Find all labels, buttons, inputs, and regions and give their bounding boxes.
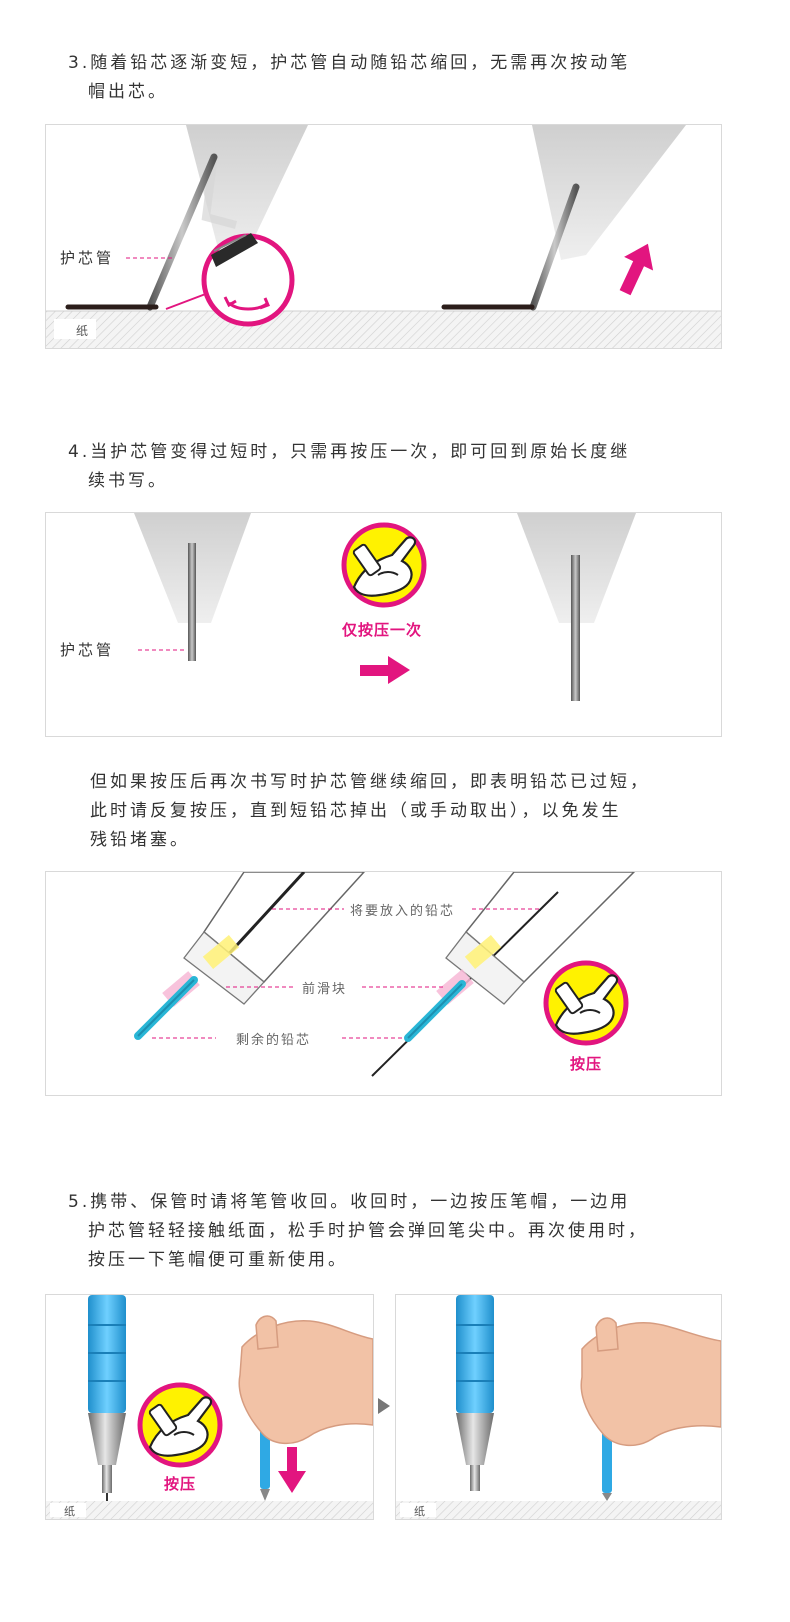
note-line3: 残铅堵塞。 <box>90 830 190 850</box>
press-label: 按压 <box>570 1055 603 1073</box>
step5-right-panel: 纸 <box>395 1294 722 1520</box>
paper-label-bg <box>54 319 96 339</box>
paper-surface <box>46 311 721 348</box>
paper-label: 纸 <box>76 324 89 338</box>
step5-right-illustration <box>396 1295 721 1519</box>
step4-illustration <box>134 513 636 701</box>
note-panel: 将要放入的铅芯 前滑块 剩余的铅芯 按压 <box>45 871 722 1096</box>
pen-metal-tip <box>88 1413 126 1465</box>
press-once-label: 仅按压一次 <box>342 621 423 639</box>
note-text: 但如果按压后再次书写时护芯管继续缩回，即表明铅芯已过短， 此时请反复按压，直到短… <box>90 768 650 855</box>
short-sleeve <box>188 543 196 661</box>
step5-line1: 5.携带、保管时请将笔管收回。收回时，一边按压笔帽，一边用 <box>68 1192 631 1212</box>
step5-left-panel: 按压 纸 <box>45 1294 374 1520</box>
arrow-right-icon <box>360 656 410 684</box>
pen-cutaway-right <box>371 872 636 1077</box>
note-illustration <box>134 872 636 1077</box>
pen-tip-cone-right <box>532 125 686 260</box>
remaining-lead-label: 剩余的铅芯 <box>236 1033 312 1048</box>
finger-press-icon <box>546 963 626 1043</box>
press-label: 按压 <box>164 1475 197 1493</box>
play-triangle-icon <box>378 1398 390 1414</box>
step3-line1: 3.随着铅芯逐渐变短，护芯管自动随铅芯缩回，无需再次按动笔 <box>68 53 631 73</box>
step4-text: 4.当护芯管变得过短时，只需再按压一次，即可回到原始长度继 续书写。 <box>68 438 630 496</box>
step5-text: 5.携带、保管时请将笔管收回。收回时，一边按压笔帽，一边用 护芯管轻轻接触纸面，… <box>68 1188 648 1275</box>
step3-panel: 护芯管 纸 <box>45 124 722 349</box>
arrow-down-icon <box>278 1447 306 1493</box>
step4-line1: 4.当护芯管变得过短时，只需再按压一次，即可回到原始长度继 <box>68 442 631 462</box>
step3-text: 3.随着铅芯逐渐变短，护芯管自动随铅芯缩回，无需再次按动笔 帽出芯。 <box>68 49 630 107</box>
lead-to-insert-label: 将要放入的铅芯 <box>350 904 456 919</box>
paper-surface <box>396 1501 721 1519</box>
front-slider-label: 前滑块 <box>302 982 348 997</box>
sleeve-label: 护芯管 <box>60 249 115 267</box>
sleeve-tube <box>146 153 218 311</box>
finger-press-icon <box>344 525 424 605</box>
step3-illustration <box>46 125 721 348</box>
hand-holding-pen <box>238 1315 373 1501</box>
step5-left-illustration <box>46 1295 373 1519</box>
restored-sleeve <box>571 555 580 701</box>
note-line2: 此时请反复按压，直到短铅芯掉出（或手动取出），以免发生 <box>90 801 622 821</box>
sleeve-label: 护芯管 <box>60 641 115 659</box>
step4-panel: 护芯管 仅按压一次 <box>45 512 722 737</box>
hand-holding-pen <box>580 1317 721 1501</box>
step3-line2: 帽出芯。 <box>88 82 168 102</box>
pen-metal-tip <box>456 1413 494 1465</box>
sleeve-tube-right <box>529 183 580 311</box>
arrow-up-icon <box>619 243 654 296</box>
pen-cutaway-left <box>134 872 366 1040</box>
step5-line3: 按压一下笔帽便可重新使用。 <box>88 1250 348 1270</box>
paper-label-right: 纸 <box>414 1505 425 1518</box>
step5-line2: 护芯管轻轻接触纸面，松手时护管会弹回笔尖中。再次使用时， <box>88 1221 648 1241</box>
paper-label-left: 纸 <box>64 1505 75 1518</box>
note-line1: 但如果按压后再次书写时护芯管继续缩回，即表明铅芯已过短， <box>90 772 650 792</box>
paper-surface <box>46 1501 373 1519</box>
zoom-lead <box>211 233 258 267</box>
step4-line2: 续书写。 <box>88 471 168 491</box>
finger-press-icon <box>140 1385 220 1465</box>
